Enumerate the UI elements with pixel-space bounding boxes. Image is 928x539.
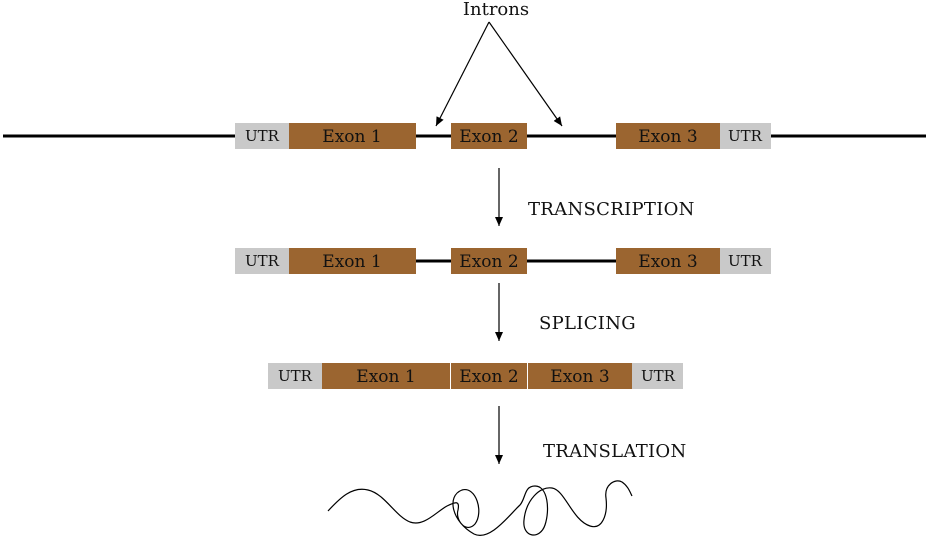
mrna-utr-left-label: UTR bbox=[278, 367, 313, 385]
gene-exon3-box bbox=[616, 123, 720, 149]
mrna-exon1-box bbox=[322, 363, 450, 389]
splicing-label: SPLICING bbox=[539, 313, 636, 334]
pre-mrna-exon3-box bbox=[616, 248, 720, 274]
gene-utr-left-box bbox=[235, 123, 289, 149]
mrna-row: UTR Exon 1 Exon 2 Exon 3 UTR bbox=[268, 363, 683, 389]
mrna-exon1-label: Exon 1 bbox=[356, 367, 415, 387]
gene-exon2-box bbox=[451, 123, 527, 149]
intron-pointer-arrow-right bbox=[488, 21, 563, 127]
pre-mrna-utr-right-box bbox=[720, 248, 771, 274]
pre-mrna-utr-right-label: UTR bbox=[728, 252, 763, 270]
mrna-exon2-box bbox=[451, 363, 527, 389]
gene-exon2-label: Exon 2 bbox=[459, 127, 518, 147]
protein-chain-squiggle bbox=[327, 480, 633, 537]
pre-mrna-exon1-box bbox=[289, 248, 416, 274]
gene-utr-right-label: UTR bbox=[728, 127, 763, 145]
pre-mrna-exon3-label: Exon 3 bbox=[638, 252, 697, 272]
mrna-utr-right-box bbox=[632, 363, 683, 389]
transcription-label: TRANSCRIPTION bbox=[528, 199, 695, 220]
pre-mrna-exon2-label: Exon 2 bbox=[459, 252, 518, 272]
mrna-exon2-label: Exon 2 bbox=[459, 367, 518, 387]
pre-mrna-exon2-box bbox=[451, 248, 527, 274]
gene-utr-right-box bbox=[720, 123, 771, 149]
pre-mrna-utr-left-label: UTR bbox=[245, 252, 280, 270]
intron-pointer-arrow-left bbox=[435, 21, 490, 127]
pre-mrna-utr-left-box bbox=[235, 248, 289, 274]
translation-label: TRANSLATION bbox=[543, 441, 687, 462]
gene-row: UTR Exon 1 Exon 2 Exon 3 UTR bbox=[3, 123, 926, 149]
pre-mrna-row: UTR Exon 1 Exon 2 Exon 3 UTR bbox=[235, 248, 771, 274]
mrna-exon3-box bbox=[528, 363, 632, 389]
gene-exon1-label: Exon 1 bbox=[322, 127, 381, 147]
gene-exon3-label: Exon 3 bbox=[638, 127, 697, 147]
introns-label: Introns bbox=[463, 0, 529, 20]
mrna-utr-right-label: UTR bbox=[641, 367, 676, 385]
pre-mrna-exon1-label: Exon 1 bbox=[322, 252, 381, 272]
mrna-exon3-label: Exon 3 bbox=[550, 367, 609, 387]
gene-utr-left-label: UTR bbox=[245, 127, 280, 145]
mrna-utr-left-box bbox=[268, 363, 322, 389]
gene-exon1-box bbox=[289, 123, 416, 149]
